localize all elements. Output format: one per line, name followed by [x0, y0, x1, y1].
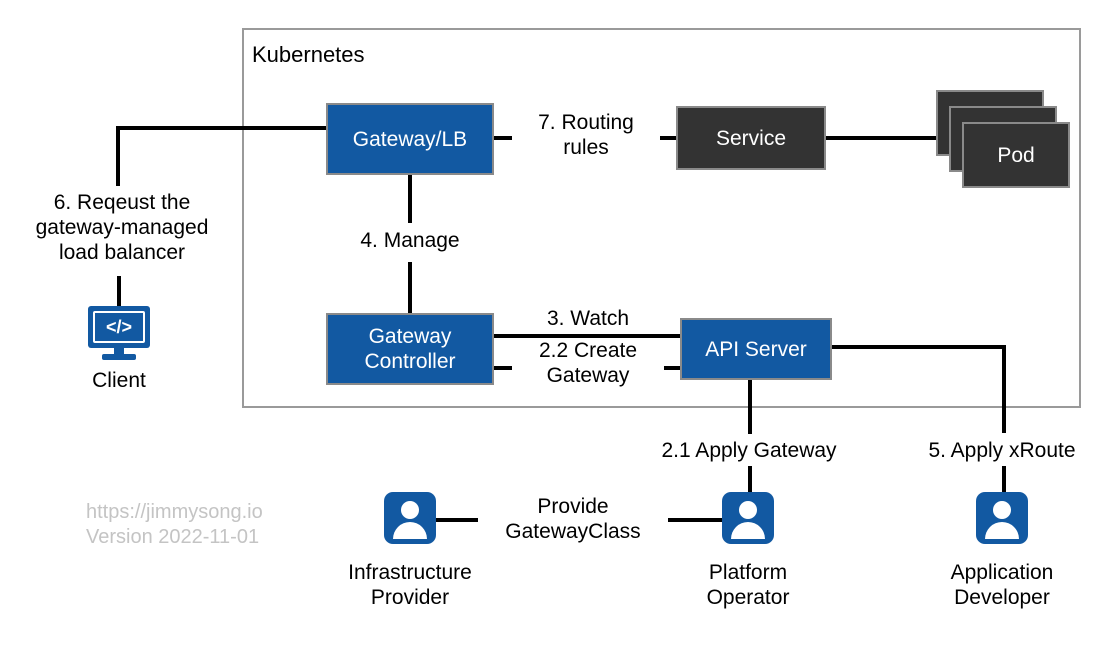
- node-service[interactable]: Service: [676, 106, 826, 170]
- connector-controller-to-apiserver-watch: [494, 334, 682, 338]
- connector-apiserver-to-appdev-vertical: [1002, 345, 1006, 433]
- person-icon-body: [731, 522, 765, 539]
- platform-operator-label: Platform Operator: [706, 561, 790, 609]
- person-icon-head: [401, 501, 419, 519]
- application-developer-label: Application Developer: [950, 561, 1054, 609]
- connector-apiserver-to-platform-operator-lower: [748, 466, 752, 492]
- edge-label-request-load-balancer: 6. Reqeust the gateway-managed load bala…: [35, 191, 209, 264]
- infrastructure-provider-icon[interactable]: [384, 492, 436, 544]
- connector-gateway-to-controller-lower: [408, 262, 412, 314]
- client-code-glyph: </>: [93, 311, 145, 343]
- node-gateway-controller[interactable]: Gateway Controller: [326, 313, 494, 385]
- client-label: Client: [92, 369, 146, 392]
- node-pod-stack[interactable]: Pod: [936, 90, 1070, 190]
- person-icon-body: [985, 522, 1019, 539]
- connector-apiserver-to-appdev-horizontal: [832, 345, 1006, 349]
- edge-label-create-gateway: 2.2 Create Gateway: [512, 338, 664, 388]
- edge-label-watch: 3. Watch: [514, 306, 662, 331]
- node-gateway-lb[interactable]: Gateway/LB: [326, 103, 494, 175]
- pod-layer-front: Pod: [962, 122, 1070, 188]
- edge-label-apply-xroute: 5. Apply xRoute: [902, 438, 1102, 463]
- kubernetes-container: [242, 28, 1081, 408]
- kubernetes-container-title: Kubernetes: [252, 42, 365, 67]
- connector-service-to-pod: [826, 136, 964, 140]
- connector-client-to-gateway-horizontal: [116, 126, 328, 130]
- client-monitor-base: [102, 354, 136, 360]
- watermark: https://jimmysong.io Version 2022-11-01: [86, 501, 263, 548]
- edge-label-routing-rules: 7. Routing rules: [512, 110, 660, 160]
- edge-label-manage: 4. Manage: [340, 228, 480, 253]
- connector-appdev-label-to-actor: [1002, 466, 1006, 492]
- connector-client-to-gateway-vertical: [116, 126, 120, 186]
- connector-apiserver-to-platform-operator-upper: [748, 380, 752, 434]
- node-api-server[interactable]: API Server: [680, 318, 832, 380]
- connector-request-label-to-client: [117, 276, 121, 308]
- person-icon-head: [739, 501, 757, 519]
- application-developer-icon[interactable]: [976, 492, 1028, 544]
- edge-label-apply-gateway: 2.1 Apply Gateway: [648, 438, 850, 463]
- platform-operator-icon[interactable]: [722, 492, 774, 544]
- edge-label-provide-gatewayclass: Provide GatewayClass: [478, 494, 668, 544]
- client-monitor-neck: [114, 348, 124, 354]
- connector-gateway-to-controller-upper: [408, 175, 412, 223]
- infrastructure-provider-label: Infrastructure Provider: [348, 561, 472, 609]
- person-icon-head: [993, 501, 1011, 519]
- person-icon-body: [393, 522, 427, 539]
- client-monitor-icon[interactable]: </>: [88, 306, 150, 362]
